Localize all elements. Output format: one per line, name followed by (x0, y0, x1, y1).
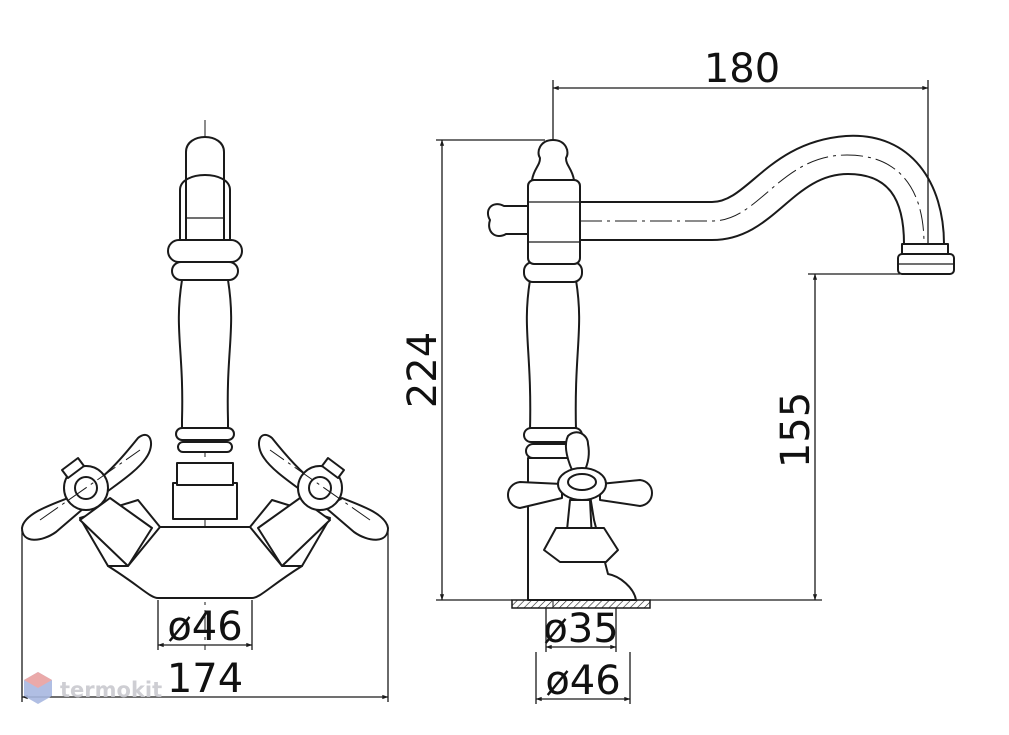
side-base-plate (511, 599, 651, 609)
side-handle-lever-up (564, 431, 590, 473)
side-handle-cap (567, 473, 597, 491)
front-right-handle (257, 433, 389, 567)
front-collar-ring (176, 462, 234, 486)
side-total-height-label: 224 (400, 332, 446, 408)
watermark-logo-top (24, 672, 52, 688)
front-column (177, 279, 233, 441)
side-column (525, 279, 581, 431)
side-handle-skirt (543, 527, 619, 563)
side-handle (507, 431, 653, 563)
front-left-handle (21, 433, 153, 567)
front-overall-width-label: 174 (167, 656, 243, 702)
front-spout-loop (179, 174, 231, 241)
front-spout (185, 136, 225, 241)
side-column-upper (527, 179, 581, 265)
front-right-handle-tab (321, 457, 345, 479)
side-view: 180 224 155 ø35 ø46 (400, 46, 955, 704)
watermark-text: termokit (60, 678, 162, 702)
side-inner-diameter-label: ø35 (543, 606, 618, 652)
side-spout-center (580, 154, 925, 245)
front-left-lever-up (97, 433, 153, 495)
side-back-lever (486, 203, 529, 238)
front-column-ring-mid (177, 441, 233, 453)
side-finial (531, 139, 575, 181)
front-right-handle-axis (269, 449, 371, 521)
side-spout-pipe (579, 134, 945, 245)
front-column-cap (167, 239, 243, 263)
side-total-width-label: 180 (704, 46, 780, 92)
side-handle-lever-left (507, 481, 563, 509)
front-collar (172, 482, 238, 520)
front-left-lever-down (21, 497, 85, 541)
front-view: ø46 174 (21, 120, 389, 702)
spout-height-label: 155 (773, 392, 819, 468)
front-left-handle-tab (61, 457, 85, 479)
watermark: termokit (24, 672, 162, 704)
front-column-ring-low (175, 427, 235, 441)
front-right-handle-cap (308, 476, 332, 500)
side-handle-lever-right (599, 479, 653, 507)
side-outer-diameter-label: ø46 (545, 658, 620, 704)
side-aerator-top (901, 243, 949, 255)
front-left-handle-axis (39, 449, 141, 521)
front-base-diameter-label: ø46 (167, 604, 242, 650)
front-column-ring-top (171, 261, 239, 281)
front-right-lever-down (325, 497, 389, 541)
